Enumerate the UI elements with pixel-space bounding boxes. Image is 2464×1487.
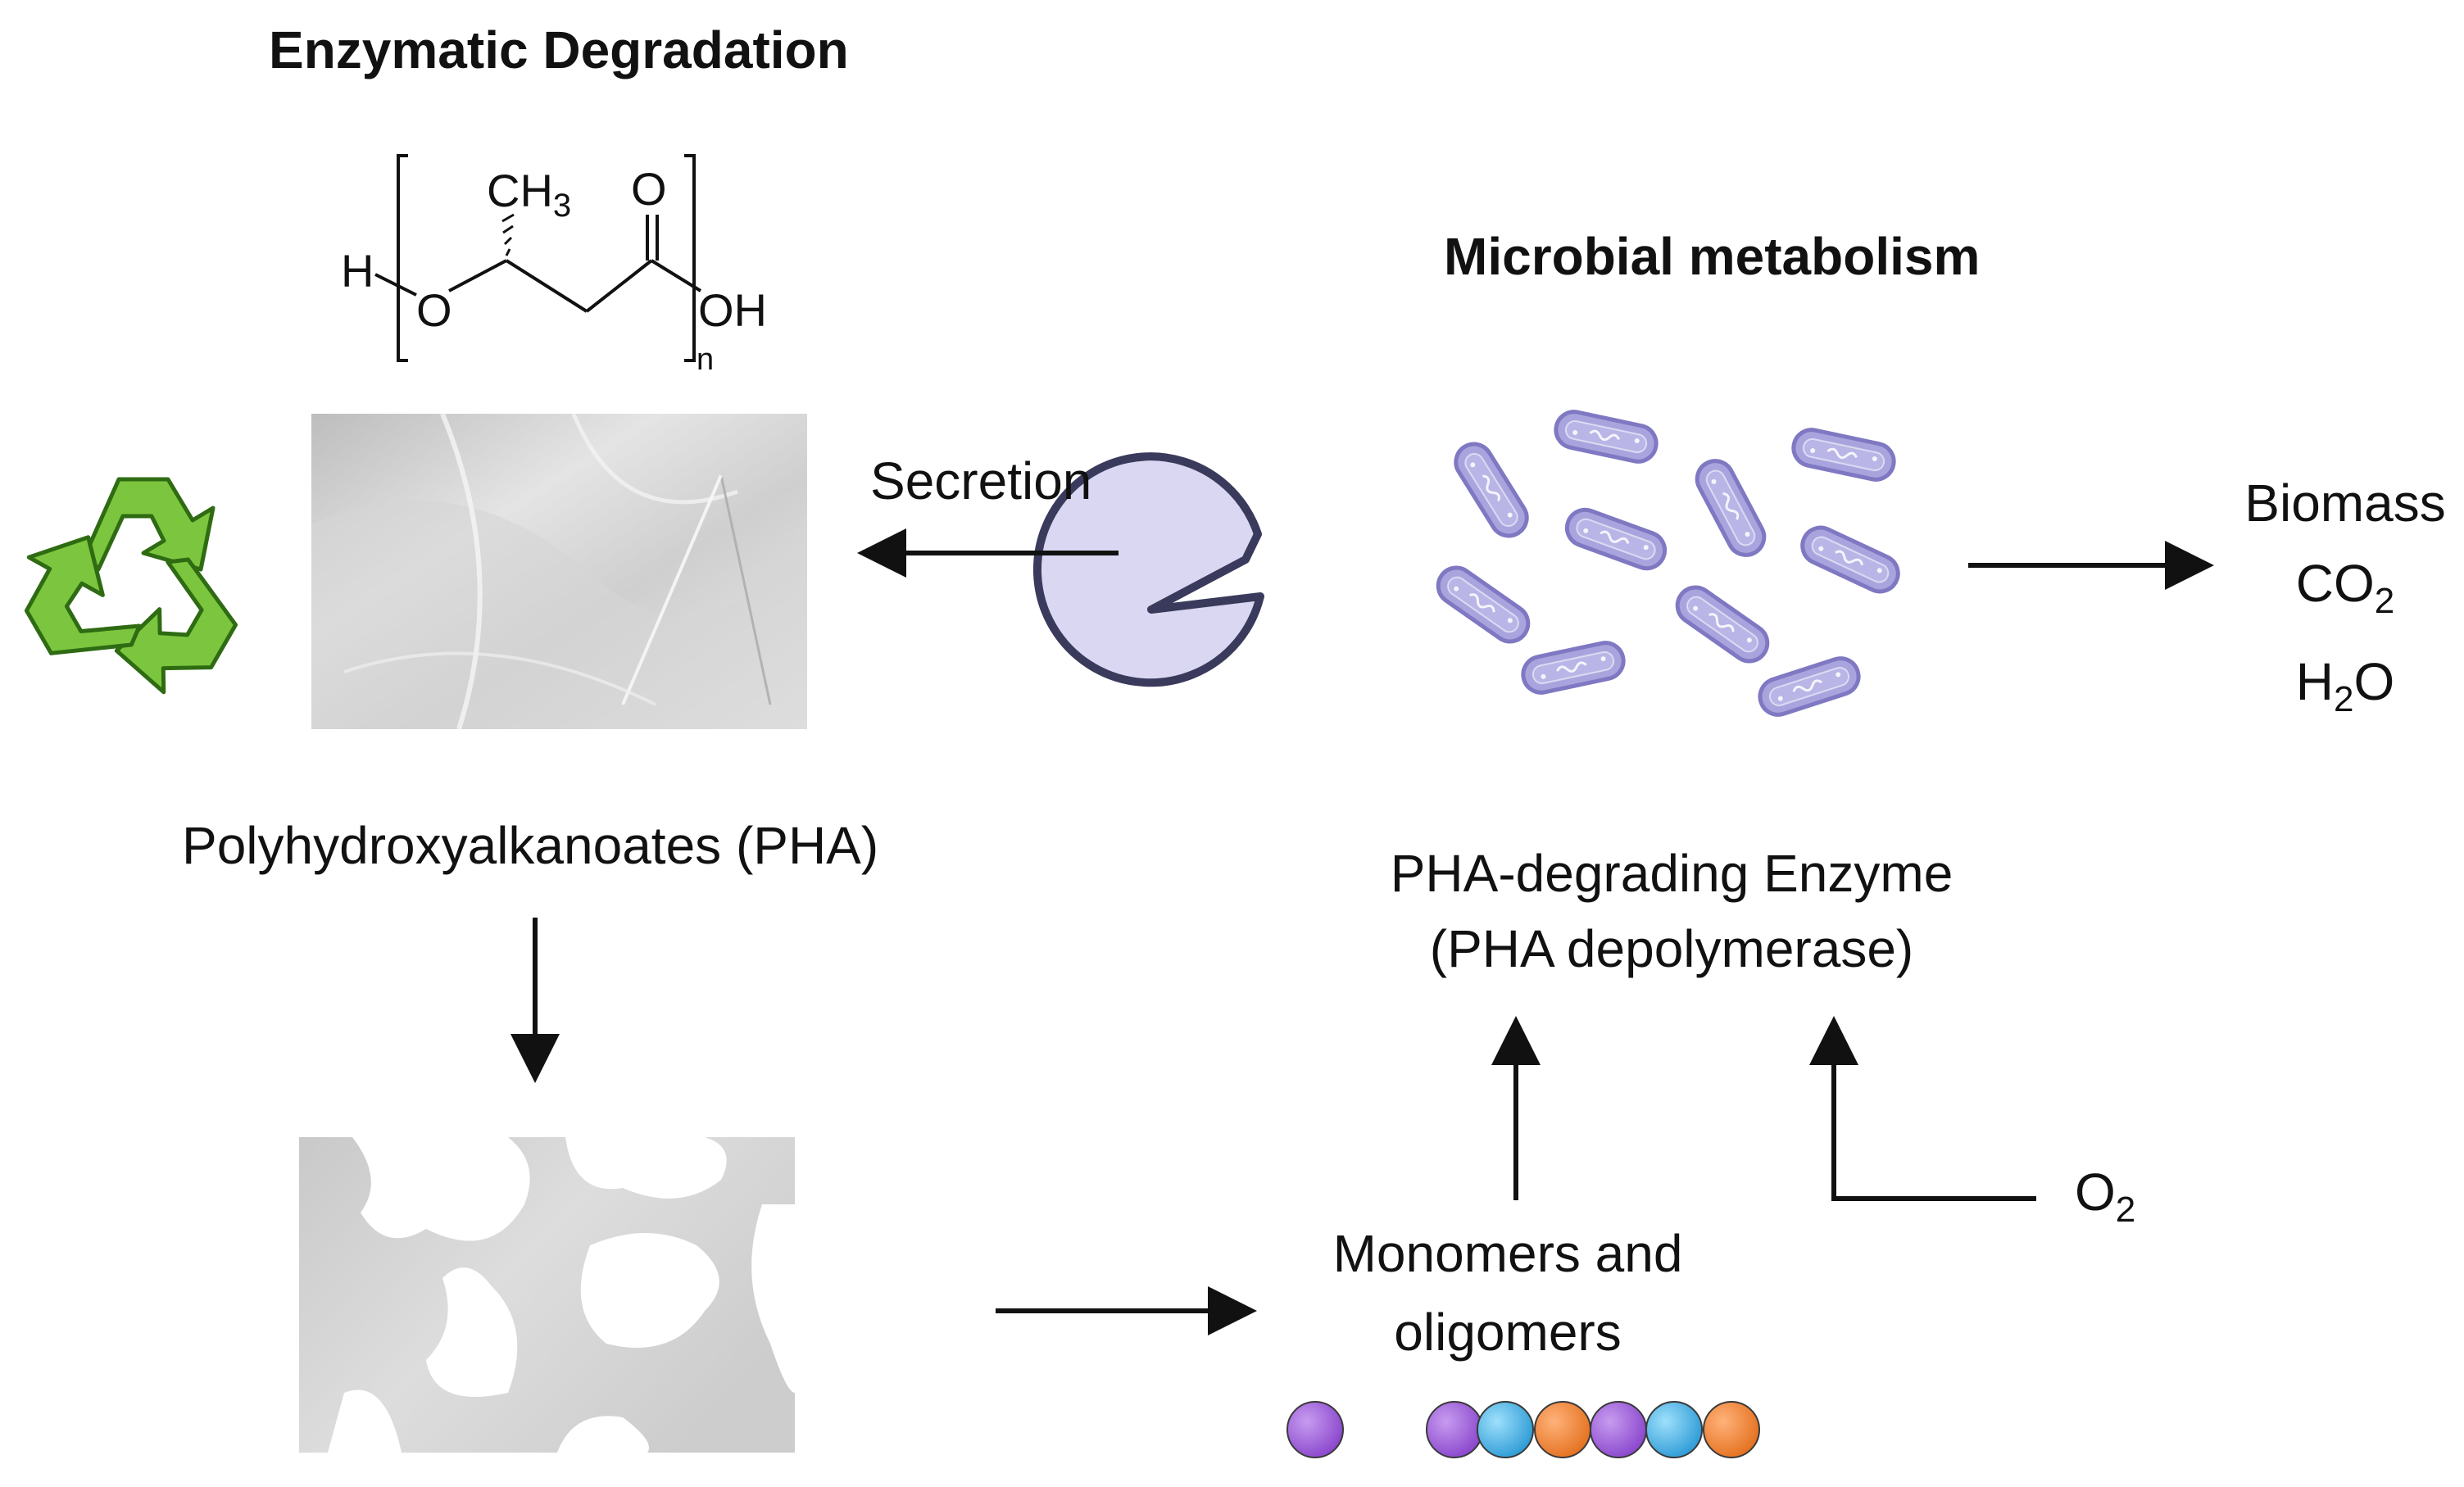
oligomer-bead — [1477, 1401, 1534, 1458]
bacteria-icon — [1755, 654, 1863, 719]
oligomer-bead — [1590, 1401, 1647, 1458]
bacteria-icon — [1797, 522, 1904, 597]
monomer-bead — [1286, 1401, 1344, 1458]
recycle-icon — [24, 477, 238, 695]
title-enzymatic-degradation: Enzymatic Degradation — [269, 20, 849, 79]
bacteria-icon — [1671, 580, 1775, 668]
o2-label-sub: 2 — [2115, 1189, 2136, 1230]
bacteria-icon — [1562, 505, 1670, 573]
oligomer-bead — [1426, 1401, 1483, 1458]
bacteria-icon — [1520, 640, 1627, 696]
atom-ch3-sub: 3 — [552, 188, 572, 224]
monomers-label-line2: oligomers — [1394, 1303, 1622, 1362]
atom-ch3-text: CH — [487, 165, 553, 216]
degraded-plastic-image — [299, 1137, 795, 1453]
product-co2-text: CO — [2295, 554, 2375, 613]
product-co2: CO2 — [2222, 543, 2464, 641]
bacteria-icon — [1690, 455, 1770, 561]
atom-o-ester: O — [416, 284, 452, 336]
oligomer-bead — [1534, 1401, 1591, 1458]
oligomer-bead — [1645, 1401, 1703, 1458]
product-h2o-h: H — [2295, 651, 2334, 711]
enzyme-label: PHA-degrading Enzyme (PHA depolymerase) — [1327, 836, 2016, 986]
product-h2o-sub: 2 — [2333, 678, 2354, 719]
product-biomass: Biomass — [2244, 474, 2446, 533]
monomers-label: Monomers and oligomers — [1278, 1214, 1737, 1371]
atom-o-carbonyl: O — [631, 163, 667, 215]
bacteria-icon — [1449, 437, 1533, 542]
atom-oh: OH — [698, 284, 767, 336]
repeat-n: n — [697, 342, 715, 377]
title-microbial-metabolism: Microbial metabolism — [1444, 227, 1981, 286]
oligomer-bead — [1703, 1401, 1760, 1458]
monomers-label-line1: Monomers and — [1332, 1224, 1683, 1283]
pha-chemical-structure — [374, 154, 702, 362]
product-h2o: H2O — [2222, 641, 2464, 740]
enzyme-label-line1: PHA-degrading Enzyme — [1390, 844, 1954, 903]
o2-label: O2 — [2075, 1162, 2135, 1231]
o2-label-text: O — [2075, 1163, 2116, 1222]
left-bracket — [397, 154, 408, 362]
arrow-o2-up — [1809, 1016, 2036, 1201]
bacteria-icon — [1790, 427, 1897, 483]
enzyme-label-line2: (PHA depolymerase) — [1429, 919, 1914, 978]
bacteria-cluster — [1432, 409, 1904, 719]
bacteria-icon — [1553, 409, 1659, 465]
pha-label: Polyhydroxyalkanoates (PHA) — [182, 816, 879, 875]
monomer-beads — [1286, 1401, 1760, 1458]
right-bracket — [684, 154, 696, 362]
product-h2o-o: O — [2353, 651, 2395, 711]
secretion-label: Secretion — [870, 451, 1092, 510]
product-co2-sub: 2 — [2374, 580, 2395, 621]
atom-h: H — [341, 245, 374, 297]
products-list: Biomass CO2 H2O — [2222, 463, 2464, 740]
pacman-enzyme-icon — [1032, 452, 1264, 687]
plastic-film-image — [311, 412, 807, 730]
atom-ch3: CH3 — [487, 164, 571, 224]
bacteria-icon — [1432, 560, 1536, 648]
